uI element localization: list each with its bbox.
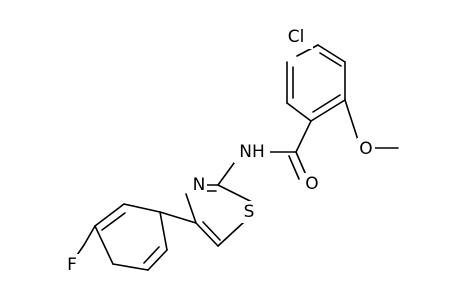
- bond: [217, 221, 245, 247]
- bond: [123, 203, 161, 213]
- bond: [295, 120, 312, 153]
- bond: [147, 249, 168, 271]
- bond: [202, 221, 221, 241]
- label-background: [303, 173, 321, 195]
- methoxy-oxygen-label: O: [359, 139, 372, 159]
- bond: [296, 44, 319, 57]
- bond: [286, 102, 312, 122]
- bond: [143, 246, 160, 264]
- bond: [288, 155, 300, 180]
- chlorine-label: Cl: [288, 27, 305, 47]
- bonds: [74, 44, 399, 271]
- bond: [112, 263, 149, 271]
- label-background: [191, 174, 207, 196]
- bond: [159, 211, 197, 224]
- label-background: [64, 254, 80, 276]
- thiazole-sulfur-label: S: [244, 202, 255, 222]
- bond: [312, 94, 341, 113]
- bond: [217, 184, 255, 204]
- bond: [83, 225, 96, 246]
- label-background: [241, 201, 257, 223]
- bond: [185, 193, 197, 224]
- amide-nh-label: NH: [239, 142, 265, 162]
- bond: [94, 225, 114, 265]
- bond: [159, 211, 168, 251]
- bond: [317, 44, 346, 63]
- carbonyl-oxygen-label: O: [305, 174, 318, 194]
- atom-labels: Cl O NH O N S F: [64, 25, 375, 276]
- bond: [94, 203, 125, 227]
- fluorine-label: F: [67, 255, 77, 275]
- bond: [217, 158, 238, 186]
- bond: [344, 99, 359, 141]
- bond: [319, 52, 342, 67]
- bond: [295, 151, 307, 176]
- label-background: [285, 25, 313, 49]
- thiazole-nitrogen-label: N: [193, 175, 206, 195]
- label-background: [357, 138, 375, 160]
- label-background: [234, 141, 270, 163]
- bond: [101, 212, 126, 231]
- bond: [310, 99, 346, 122]
- bond: [195, 222, 219, 247]
